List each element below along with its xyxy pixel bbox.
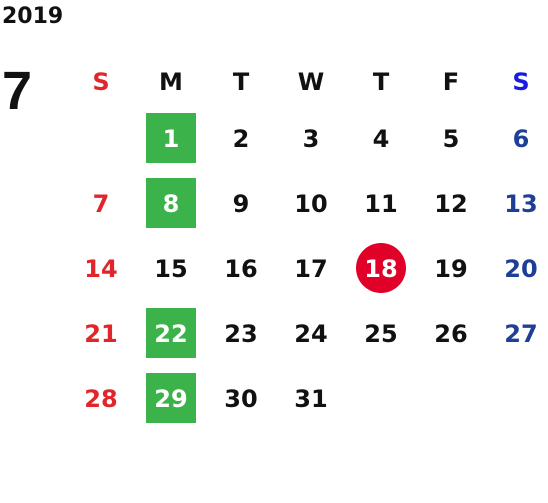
- calendar-day[interactable]: 30: [206, 366, 276, 431]
- calendar-day-number: 3: [302, 124, 320, 153]
- calendar-week-row: 14 15 16 17 18 19 20: [66, 236, 548, 301]
- calendar-day-number: 14: [84, 254, 118, 283]
- weekday-label: S: [512, 68, 530, 96]
- weekday-label: M: [159, 68, 183, 96]
- highlight-marker: [146, 178, 196, 228]
- calendar-day[interactable]: 2: [206, 106, 276, 171]
- weekday-label: T: [372, 68, 390, 96]
- calendar-day-number: 16: [224, 254, 258, 283]
- calendar-day[interactable]: 17: [276, 236, 346, 301]
- calendar-day-number: 26: [434, 319, 468, 348]
- calendar-day[interactable]: 16: [206, 236, 276, 301]
- highlight-marker: [146, 308, 196, 358]
- calendar-day-empty: [416, 366, 486, 431]
- highlight-marker: [146, 113, 196, 163]
- calendar-day[interactable]: 4: [346, 106, 416, 171]
- calendar-day-empty: [346, 366, 416, 431]
- calendar-day-number: 7: [92, 189, 110, 218]
- weekday-label: F: [442, 68, 460, 96]
- highlight-marker: [146, 373, 196, 423]
- calendar-day-number: 1: [162, 124, 180, 153]
- calendar-day-empty: [486, 366, 548, 431]
- calendar-day[interactable]: 31: [276, 366, 346, 431]
- calendar-week-row: 21 22 23 24 25 26 27: [66, 301, 548, 366]
- calendar-day-number: 15: [154, 254, 188, 283]
- calendar-day-number: 27: [504, 319, 538, 348]
- calendar-day-number: 5: [442, 124, 460, 153]
- calendar-day-number: 24: [294, 319, 328, 348]
- weekday-label: T: [232, 68, 250, 96]
- calendar-day[interactable]: 8: [136, 171, 206, 236]
- calendar-day-number: 4: [372, 124, 390, 153]
- calendar-day[interactable]: 27: [486, 301, 548, 366]
- today-marker: [356, 243, 406, 293]
- calendar-day[interactable]: 28: [66, 366, 136, 431]
- calendar-day[interactable]: 18: [346, 236, 416, 301]
- calendar-day-number: 25: [364, 319, 398, 348]
- calendar-day[interactable]: 29: [136, 366, 206, 431]
- calendar-day-number: 2: [232, 124, 250, 153]
- calendar-day-number: 31: [294, 384, 328, 413]
- weekday-label: W: [297, 68, 325, 96]
- calendar-day[interactable]: 22: [136, 301, 206, 366]
- calendar-day[interactable]: 9: [206, 171, 276, 236]
- calendar-day[interactable]: 1: [136, 106, 206, 171]
- calendar-day[interactable]: 15: [136, 236, 206, 301]
- calendar-day-number: 28: [84, 384, 118, 413]
- calendar-day-number: 12: [434, 189, 468, 218]
- calendar-year: 2019: [2, 4, 64, 29]
- calendar-day-number: 21: [84, 319, 118, 348]
- calendar-week-row: 7 8 9 10 11 12 13: [66, 171, 548, 236]
- weekday-label: S: [92, 68, 110, 96]
- calendar-day-empty: [66, 106, 136, 171]
- calendar-day-number: 22: [154, 319, 188, 348]
- calendar-week-row: 28 29 30 31: [66, 366, 548, 431]
- calendar-day-number: 19: [434, 254, 468, 283]
- calendar-day-number: 8: [162, 189, 180, 218]
- calendar-day[interactable]: 10: [276, 171, 346, 236]
- calendar-week-row: 1 2 3 4 5 6: [66, 106, 548, 171]
- calendar-day-number: 18: [364, 254, 398, 283]
- calendar-day-number: 17: [294, 254, 328, 283]
- calendar-day[interactable]: 19: [416, 236, 486, 301]
- calendar-day[interactable]: 23: [206, 301, 276, 366]
- calendar-day[interactable]: 13: [486, 171, 548, 236]
- calendar-day-number: 6: [512, 124, 530, 153]
- calendar-day[interactable]: 14: [66, 236, 136, 301]
- calendar-month: 7: [2, 61, 33, 121]
- calendar-day-number: 11: [364, 189, 398, 218]
- calendar-day[interactable]: 11: [346, 171, 416, 236]
- calendar-day[interactable]: 25: [346, 301, 416, 366]
- calendar-day-number: 20: [504, 254, 538, 283]
- calendar-day-number: 29: [154, 384, 188, 413]
- calendar-day[interactable]: 5: [416, 106, 486, 171]
- calendar-day[interactable]: 12: [416, 171, 486, 236]
- calendar-day[interactable]: 20: [486, 236, 548, 301]
- calendar-day-number: 10: [294, 189, 328, 218]
- calendar-day[interactable]: 26: [416, 301, 486, 366]
- calendar-day-number: 30: [224, 384, 258, 413]
- calendar-day[interactable]: 7: [66, 171, 136, 236]
- calendar-day[interactable]: 3: [276, 106, 346, 171]
- calendar-day[interactable]: 6: [486, 106, 548, 171]
- calendar-day-number: 13: [504, 189, 538, 218]
- calendar-day[interactable]: 21: [66, 301, 136, 366]
- calendar-day[interactable]: 24: [276, 301, 346, 366]
- calendar-day-number: 9: [232, 189, 250, 218]
- calendar-day-number: 23: [224, 319, 258, 348]
